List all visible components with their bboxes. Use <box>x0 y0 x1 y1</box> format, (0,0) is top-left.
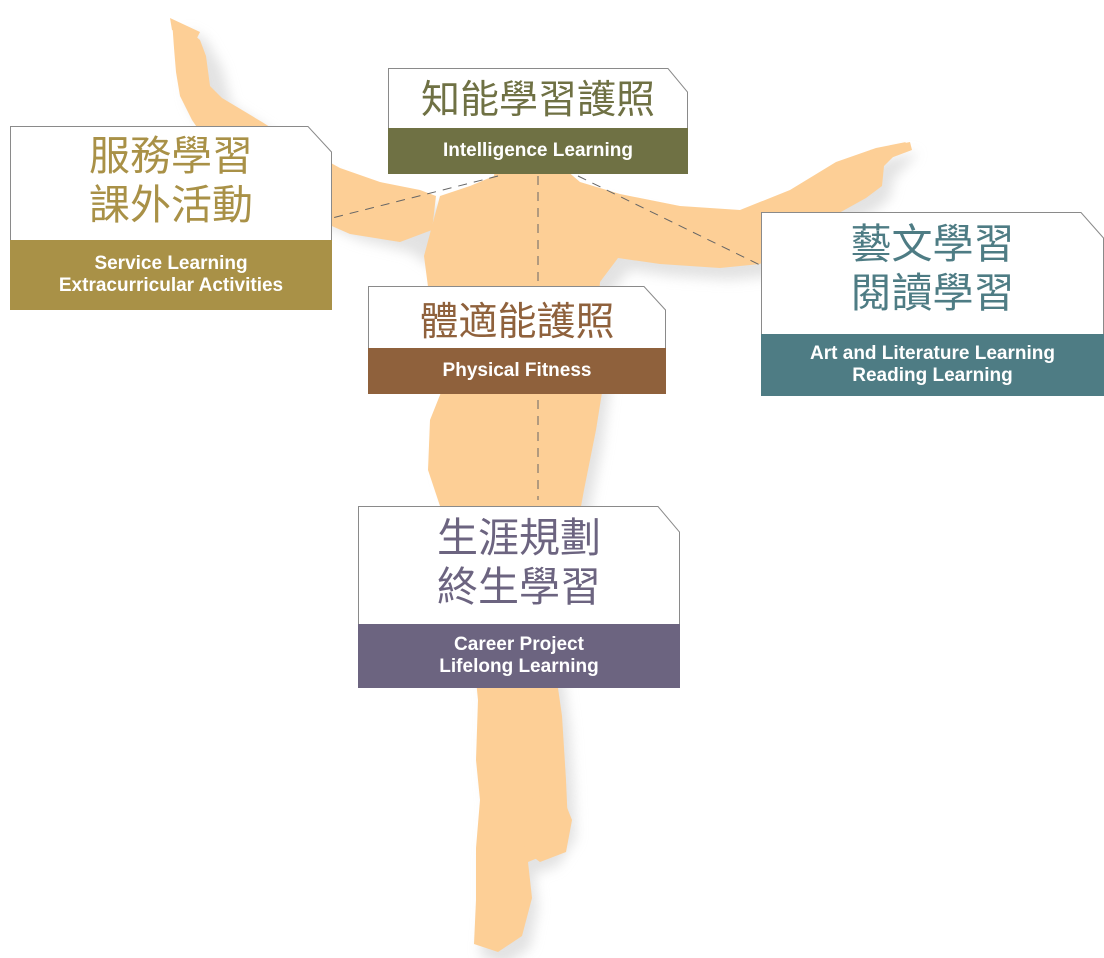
intelligence-card: 知能學習護照 Intelligence Learning <box>388 68 688 174</box>
arts-card: 藝文學習 閱讀學習 Art and Literature Learning Re… <box>761 212 1104 396</box>
fitness-zh-title: 體適能護照 <box>419 300 615 345</box>
intelligence-zh-title: 知能學習護照 <box>420 78 655 123</box>
intelligence-en-band: Intelligence Learning <box>388 128 688 174</box>
service-zh-title: 服務學習 課外活動 <box>89 132 253 230</box>
service-en-band: Service Learning Extracurricular Activit… <box>10 240 332 310</box>
career-card: 生涯規劃 終生學習 Career Project Lifelong Learni… <box>358 506 680 688</box>
service-card: 服務學習 課外活動 Service Learning Extracurricul… <box>10 126 332 310</box>
career-zh-title: 生涯規劃 終生學習 <box>437 514 601 612</box>
career-en-band: Career Project Lifelong Learning <box>358 624 680 688</box>
arts-zh-title: 藝文學習 閱讀學習 <box>850 220 1015 318</box>
fitness-en-band: Physical Fitness <box>368 348 666 394</box>
arts-en-band: Art and Literature Learning Reading Lear… <box>761 334 1104 396</box>
fitness-card: 體適能護照 Physical Fitness <box>368 286 666 394</box>
